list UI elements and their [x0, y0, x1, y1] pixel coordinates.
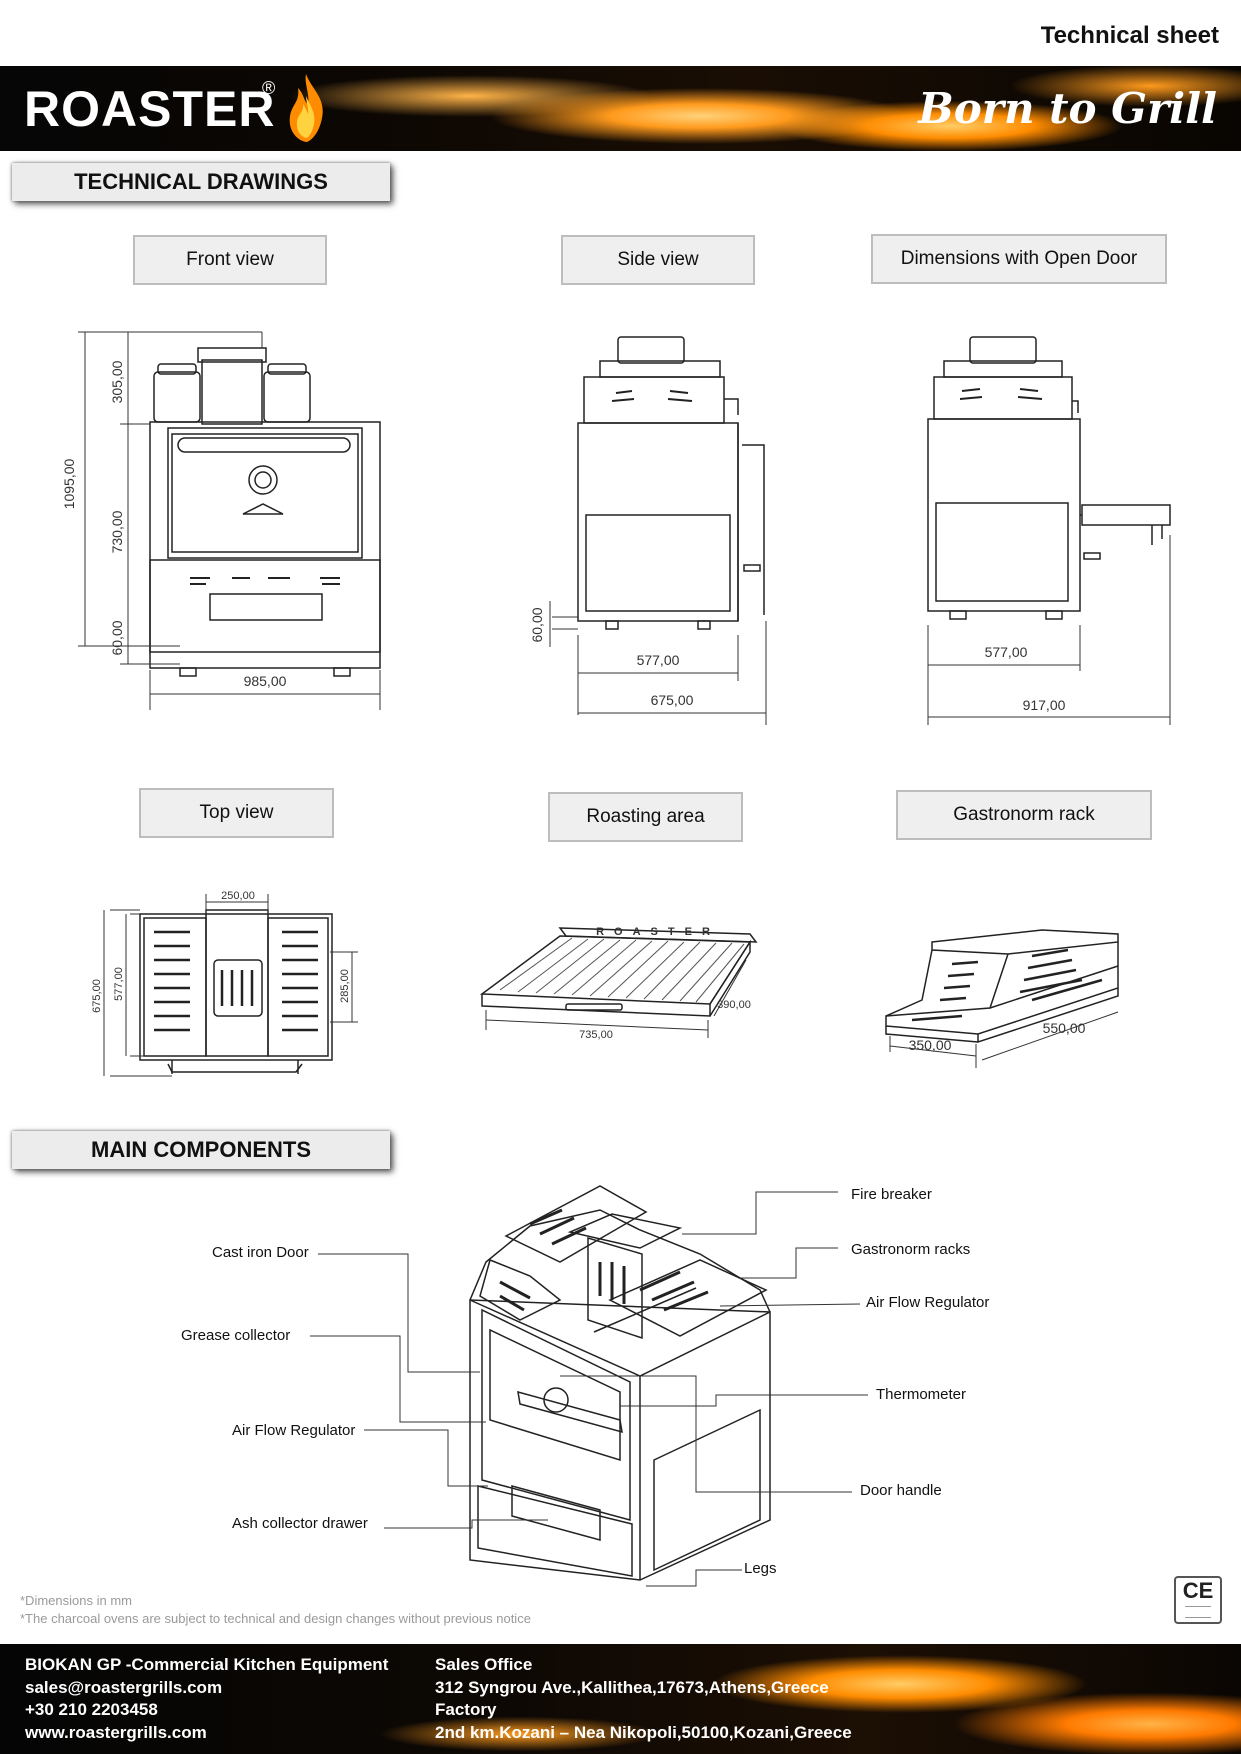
- top-view-drawing: 250,00 675,00 577,00 285,00: [90, 888, 380, 1088]
- label-open-door: Dimensions with Open Door: [871, 234, 1167, 284]
- phone-number[interactable]: +30 210 2203458: [25, 1700, 158, 1719]
- dim-front-top: 305,00: [109, 360, 125, 403]
- email-link[interactable]: sales@roastergrills.com: [25, 1677, 223, 1697]
- flame-icon: [289, 74, 323, 142]
- footer-contact: BIOKAN GP -Commercial Kitchen Equipment …: [25, 1654, 388, 1744]
- dim-front-legs: 60,00: [109, 620, 125, 655]
- label-gastronorm-racks: Gastronorm racks: [851, 1241, 971, 1258]
- sales-office-address: 312 Syngrou Ave.,Kallithea,17673,Athens,…: [435, 1677, 829, 1697]
- dim-top-center: 250,00: [221, 890, 255, 902]
- dim-top-inner: 577,00: [113, 967, 125, 1001]
- label-air-flow-left: Air Flow Regulator: [232, 1422, 356, 1439]
- side-view-drawing: 60,00 577,00 675,00: [520, 325, 780, 735]
- dim-rack-width: 350,00: [909, 1037, 952, 1053]
- section-main-components: MAIN COMPONENTS: [12, 1131, 390, 1169]
- dim-open-total: 917,00: [1023, 697, 1066, 713]
- label-front-view: Front view: [133, 235, 327, 285]
- front-view-drawing: 305,00 1095,00 730,00 60,00 985,00: [50, 320, 390, 720]
- ce-mark: CE: [1182, 1578, 1214, 1603]
- dim-open-depth: 577,00: [985, 644, 1028, 660]
- label-ash-drawer: Ash collector drawer: [232, 1515, 368, 1532]
- dim-top-grill: 285,00: [339, 969, 351, 1003]
- dim-side-depth: 577,00: [637, 652, 680, 668]
- ce-certification-badge: CE: [1174, 1576, 1222, 1624]
- label-air-flow-right: Air Flow Regulator: [866, 1294, 990, 1311]
- label-roasting-area: Roasting area: [548, 792, 743, 842]
- label-top-view: Top view: [139, 788, 334, 838]
- label-thermometer: Thermometer: [876, 1386, 967, 1403]
- dim-front-total: 1095,00: [61, 458, 77, 509]
- header-banner: ROASTER ® Born to Grill: [0, 66, 1241, 151]
- sheet-title: Technical sheet: [1040, 22, 1219, 49]
- gastronorm-rack-drawing: 350,00 550,00: [882, 920, 1142, 1090]
- dim-front-body: 730,00: [109, 510, 125, 553]
- label-legs: Legs: [744, 1560, 777, 1577]
- factory-label: Factory: [435, 1700, 497, 1719]
- brand-logo: ROASTER: [24, 81, 276, 137]
- dim-front-width: 985,00: [244, 673, 287, 689]
- website-link[interactable]: www.roastergrills.com: [25, 1722, 207, 1742]
- label-grease-collector: Grease collector: [181, 1327, 291, 1344]
- main-components-drawing: [0, 1170, 1241, 1590]
- footnotes: *Dimensions in mm *The charcoal ovens ar…: [20, 1592, 531, 1628]
- note-changes: *The charcoal ovens are subject to techn…: [20, 1611, 531, 1626]
- factory-address: 2nd km.Kozani – Nea Nikopoli,50100,Kozan…: [435, 1722, 852, 1742]
- note-dimensions: *Dimensions in mm: [20, 1593, 132, 1608]
- dim-roasting-length: 735,00: [579, 1029, 613, 1041]
- slogan: Born to Grill: [918, 84, 1217, 133]
- roaster-brand-plate: ROASTER: [596, 926, 720, 938]
- open-door-drawing: 577,00 917,00: [900, 325, 1190, 735]
- roasting-area-drawing: ROASTER 735,00 390,00: [479, 920, 770, 1060]
- company-name: BIOKAN GP -Commercial Kitchen Equipment: [25, 1655, 389, 1674]
- registered-mark: ®: [262, 78, 276, 98]
- label-gastronorm-rack: Gastronorm rack: [896, 790, 1152, 840]
- sales-office-label: Sales Office: [435, 1655, 533, 1674]
- label-cast-iron-door: Cast iron Door: [212, 1244, 309, 1261]
- dim-rack-length: 550,00: [1043, 1020, 1086, 1036]
- label-side-view: Side view: [561, 235, 755, 285]
- dim-roasting-width: 390,00: [717, 999, 751, 1011]
- footer-addresses: Sales Office 312 Syngrou Ave.,Kallithea,…: [435, 1654, 852, 1744]
- label-fire-breaker: Fire breaker: [851, 1186, 932, 1203]
- section-technical-drawings: TECHNICAL DRAWINGS: [12, 163, 390, 201]
- label-door-handle: Door handle: [860, 1482, 942, 1499]
- footer: BIOKAN GP -Commercial Kitchen Equipment …: [0, 1644, 1241, 1754]
- dim-top-depth: 675,00: [91, 979, 103, 1013]
- dim-side-total-depth: 675,00: [651, 692, 694, 708]
- ce-fine-print-icon: [1185, 1606, 1211, 1618]
- dim-side-legs: 60,00: [529, 607, 545, 642]
